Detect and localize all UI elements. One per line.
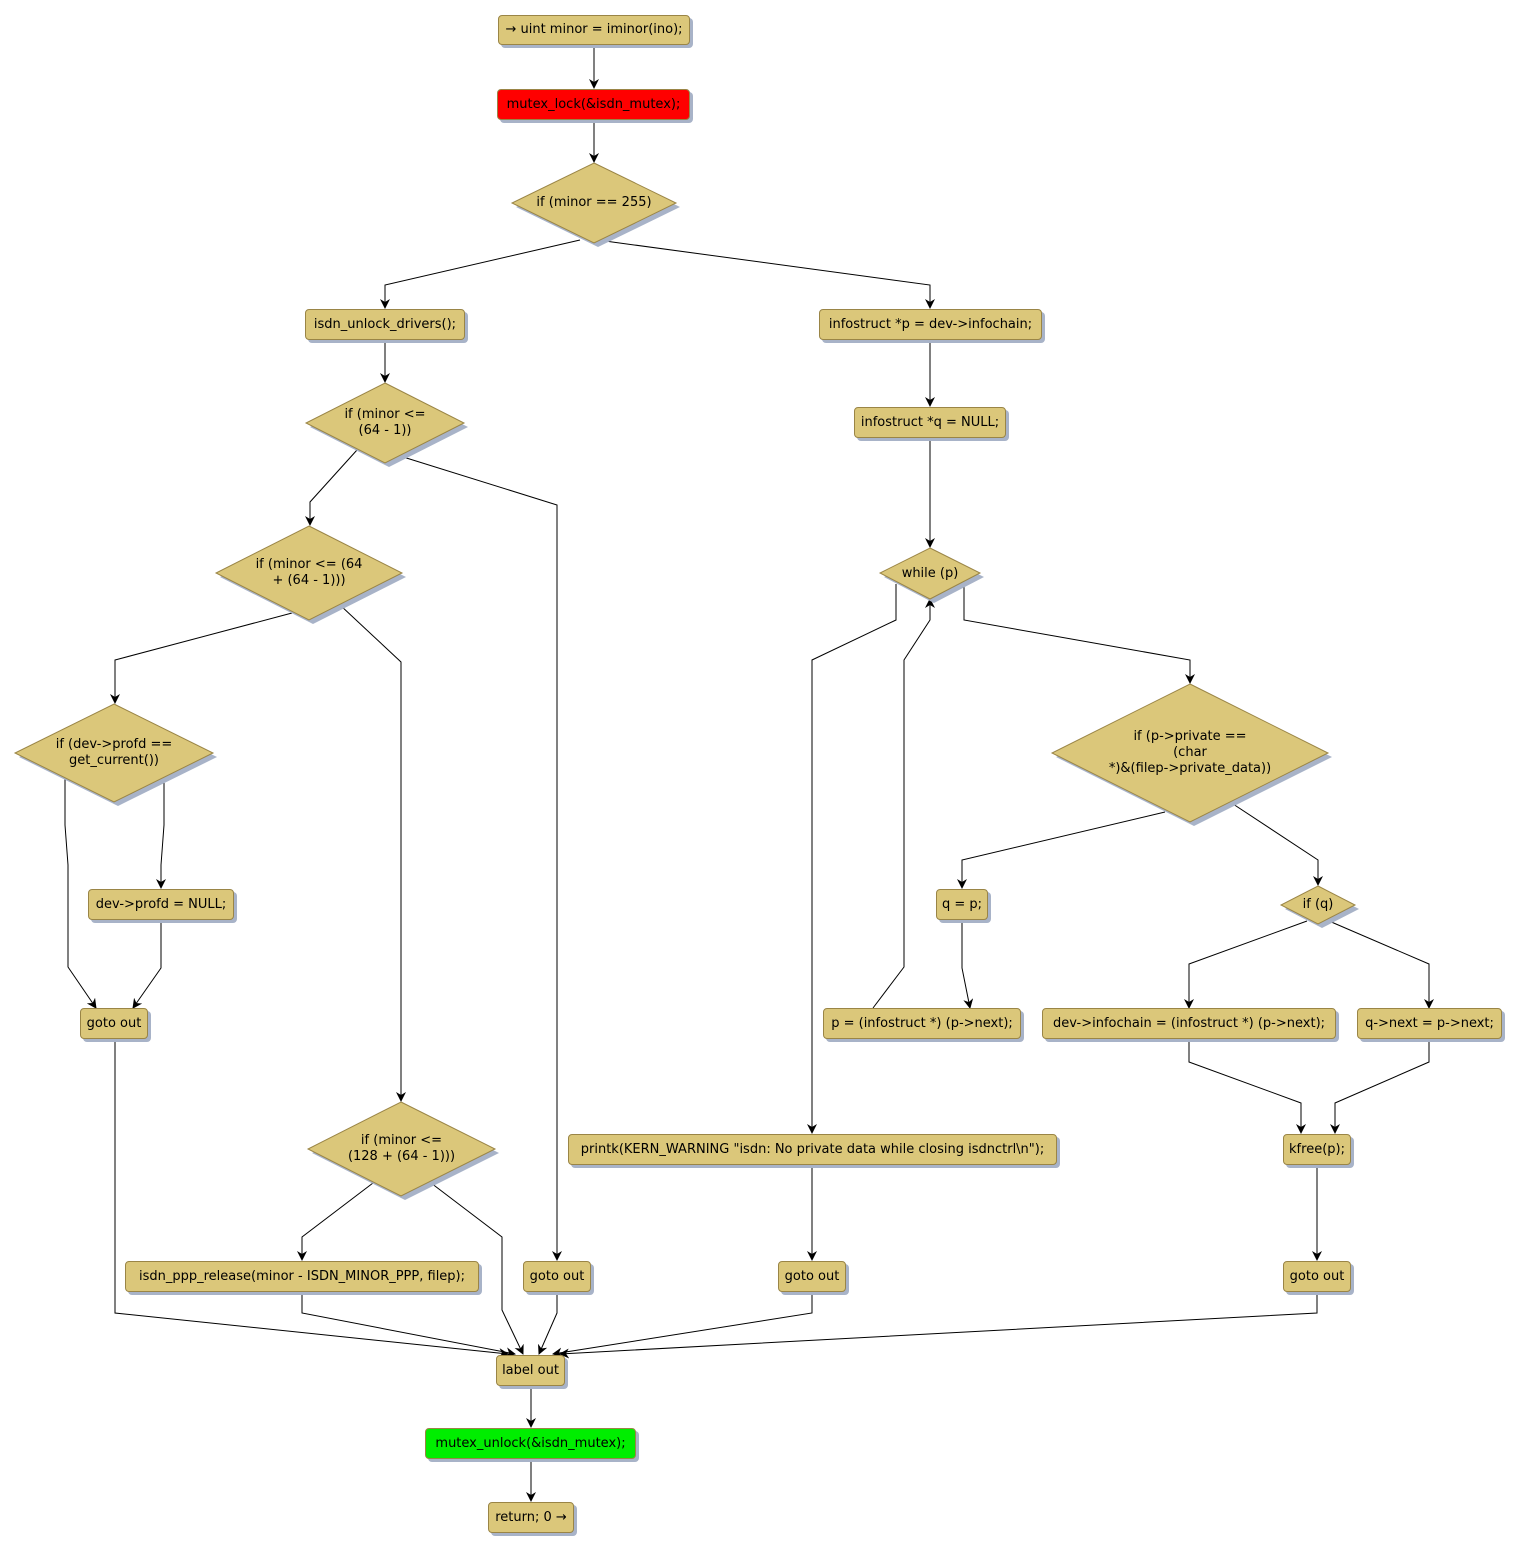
node-q-init: infostruct *q = NULL; [854,407,1006,438]
node-infochain-next-label: dev->infochain = (infostruct *) (p->next… [1052,1015,1326,1031]
node-goto-out-4: goto out [1283,1261,1351,1292]
node-profd-null: dev->profd = NULL; [88,889,234,920]
decision-profd-label: if (dev->profd == get_current()) [55,737,173,768]
node-ppp-release: isdn_ppp_release(minor - ISDN_MINOR_PPP,… [125,1261,479,1292]
node-goto-out-4-label: goto out [1289,1268,1345,1284]
decision-minor-255-label: if (minor == 255) [536,195,652,210]
decision-minor-63-label: if (minor <= (64 - 1)) [344,407,426,438]
edge-if255-pinit [604,240,935,309]
node-label-out: label out [496,1355,565,1386]
node-p-next-label: p = (infostruct *) (p->next); [831,1015,1013,1031]
node-kfree: kfree(p); [1283,1134,1351,1165]
edge-profdnull-gotoout1 [132,920,162,1009]
decision-minor-127: if (minor <= (64 + (64 - 1))) [214,525,406,624]
node-goto-out-3: goto out [778,1261,846,1292]
edge-if255-unlockdrivers [380,239,581,309]
diamond-shape [510,162,680,247]
node-q-next-label: q->next = p->next; [1365,1015,1494,1031]
edge-ifprivate-ifq [1229,801,1323,886]
loop-while-p-label: while (p) [901,565,959,581]
node-entry-label: → uint minor = iminor(ino); [505,22,683,37]
edge-pnext-whilep [872,598,935,1009]
node-mutex-lock-label: mutex_lock(&isdn_mutex); [506,96,681,112]
edge-gotoout3-labelout [552,1292,813,1358]
edge-if191-pppr [297,1182,374,1261]
node-return: return; 0 → [488,1502,574,1533]
edge-if63-gotoout2 [399,455,562,1261]
node-q-next: q->next = p->next; [1357,1008,1502,1039]
edge-if127-if191 [339,604,406,1102]
decision-minor-255: if (minor == 255) [510,162,680,247]
diamond-shape [214,525,406,624]
edge-if191-labelout [430,1182,524,1355]
node-p-next: p = (infostruct *) (p->next); [823,1008,1021,1039]
node-goto-out-1-label: goto out [86,1015,142,1031]
decision-if-q: if (q) [1279,885,1359,928]
node-goto-out-3-label: goto out [784,1268,840,1284]
node-p-init: infostruct *p = dev->infochain; [819,309,1042,340]
node-q-eq-p-label: q = p; [941,896,983,912]
edge-gotoout4-labelout [559,1292,1318,1359]
node-q-eq-p: q = p; [936,889,988,920]
edge-ifprofd-gotoout1 [64,777,97,1009]
edge-whilep-printk [807,584,897,1134]
edge-qeqp-pnext [961,920,974,1009]
decision-if-q-label: if (q) [1302,897,1334,912]
node-unlock-drivers-label: isdn_unlock_drivers(); [313,316,457,332]
node-mutex-unlock: mutex_unlock(&isdn_mutex); [425,1428,636,1459]
edge-gotoout1-labelout [114,1040,509,1359]
node-printk-label: printk(KERN_WARNING "isdn: No private da… [580,1141,1045,1157]
decision-minor-127-label: if (minor <= (64 + (64 - 1))) [255,557,363,588]
decision-profd: if (dev->profd == get_current()) [13,703,217,806]
edge-ifprivate-qeqp [957,811,1166,889]
edge-gotoout2-labelout [538,1292,558,1355]
edge-pppr-labelout [301,1292,516,1358]
node-goto-out-2: goto out [523,1261,591,1292]
diamond-shape [306,1101,499,1200]
node-infochain-next: dev->infochain = (infostruct *) (p->next… [1042,1008,1336,1039]
edge-if127-ifprofd [110,612,293,704]
decision-private-label: if (p->private == (char *)&(filep->priva… [1108,729,1272,776]
edge-whilep-ifprivate [963,584,1195,684]
edge-infochainnext-kfree [1188,1040,1306,1134]
edge-ifprofd-profdnull [156,777,166,889]
decision-private: if (p->private == (char *)&(filep->priva… [1050,683,1332,826]
decision-minor-191: if (minor <= (128 + (64 - 1))) [306,1101,499,1200]
node-goto-out-2-label: goto out [529,1268,585,1284]
diamond-shape [878,547,984,603]
diamond-shape [1279,885,1359,928]
loop-while-p: while (p) [878,547,984,603]
node-kfree-label: kfree(p); [1289,1141,1345,1157]
node-goto-out-1: goto out [80,1008,148,1039]
decision-minor-63: if (minor <= (64 - 1)) [304,382,468,467]
node-ppp-release-label: isdn_ppp_release(minor - ISDN_MINOR_PPP,… [138,1268,466,1284]
edge-if63-if127 [305,449,358,526]
edge-ifq-infochainnext [1184,920,1308,1009]
decision-minor-191-label: if (minor <= (128 + (64 - 1))) [347,1133,456,1164]
node-entry: → uint minor = iminor(ino); [498,15,690,45]
node-printk: printk(KERN_WARNING "isdn: No private da… [568,1134,1057,1165]
node-p-init-label: infostruct *p = dev->infochain; [828,316,1033,332]
node-mutex-lock: mutex_lock(&isdn_mutex); [497,89,690,120]
diamond-shape [13,703,217,806]
node-return-label: return; 0 → [495,1509,567,1525]
node-label-out-label: label out [502,1362,559,1378]
node-q-init-label: infostruct *q = NULL; [860,414,1000,430]
node-unlock-drivers: isdn_unlock_drivers(); [305,309,465,340]
diamond-shape [1050,683,1332,826]
node-profd-null-label: dev->profd = NULL; [95,896,227,912]
edge-ifq-qnext [1328,920,1434,1009]
edge-qnext-kfree [1330,1040,1430,1134]
diamond-shape [304,382,468,467]
node-mutex-unlock-label: mutex_unlock(&isdn_mutex); [435,1435,626,1451]
